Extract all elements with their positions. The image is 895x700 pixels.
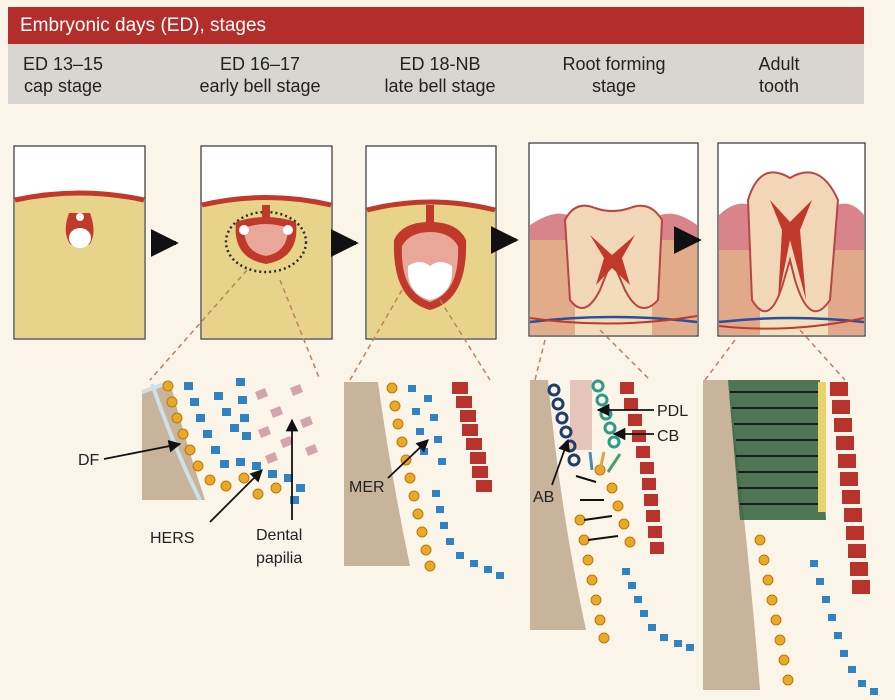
detail-root-forming [530, 380, 694, 651]
label-dental-papilla-line2: papilia [256, 550, 302, 567]
panel-cap-stage [14, 146, 145, 339]
label-dental-papilla-line1: Dental [256, 527, 302, 544]
panel-root-forming-stage [529, 143, 698, 336]
detail-adult [703, 380, 878, 695]
label-df: DF [78, 452, 100, 469]
label-ab: AB [533, 489, 554, 506]
label-mer: MER [349, 479, 385, 496]
panel-late-bell-stage [366, 146, 496, 339]
label-hers: HERS [150, 530, 194, 547]
label-cb: CB [657, 428, 679, 445]
panel-adult-tooth [718, 143, 865, 336]
label-pdl: PDL [657, 403, 688, 420]
panel-early-bell-stage [201, 146, 332, 339]
